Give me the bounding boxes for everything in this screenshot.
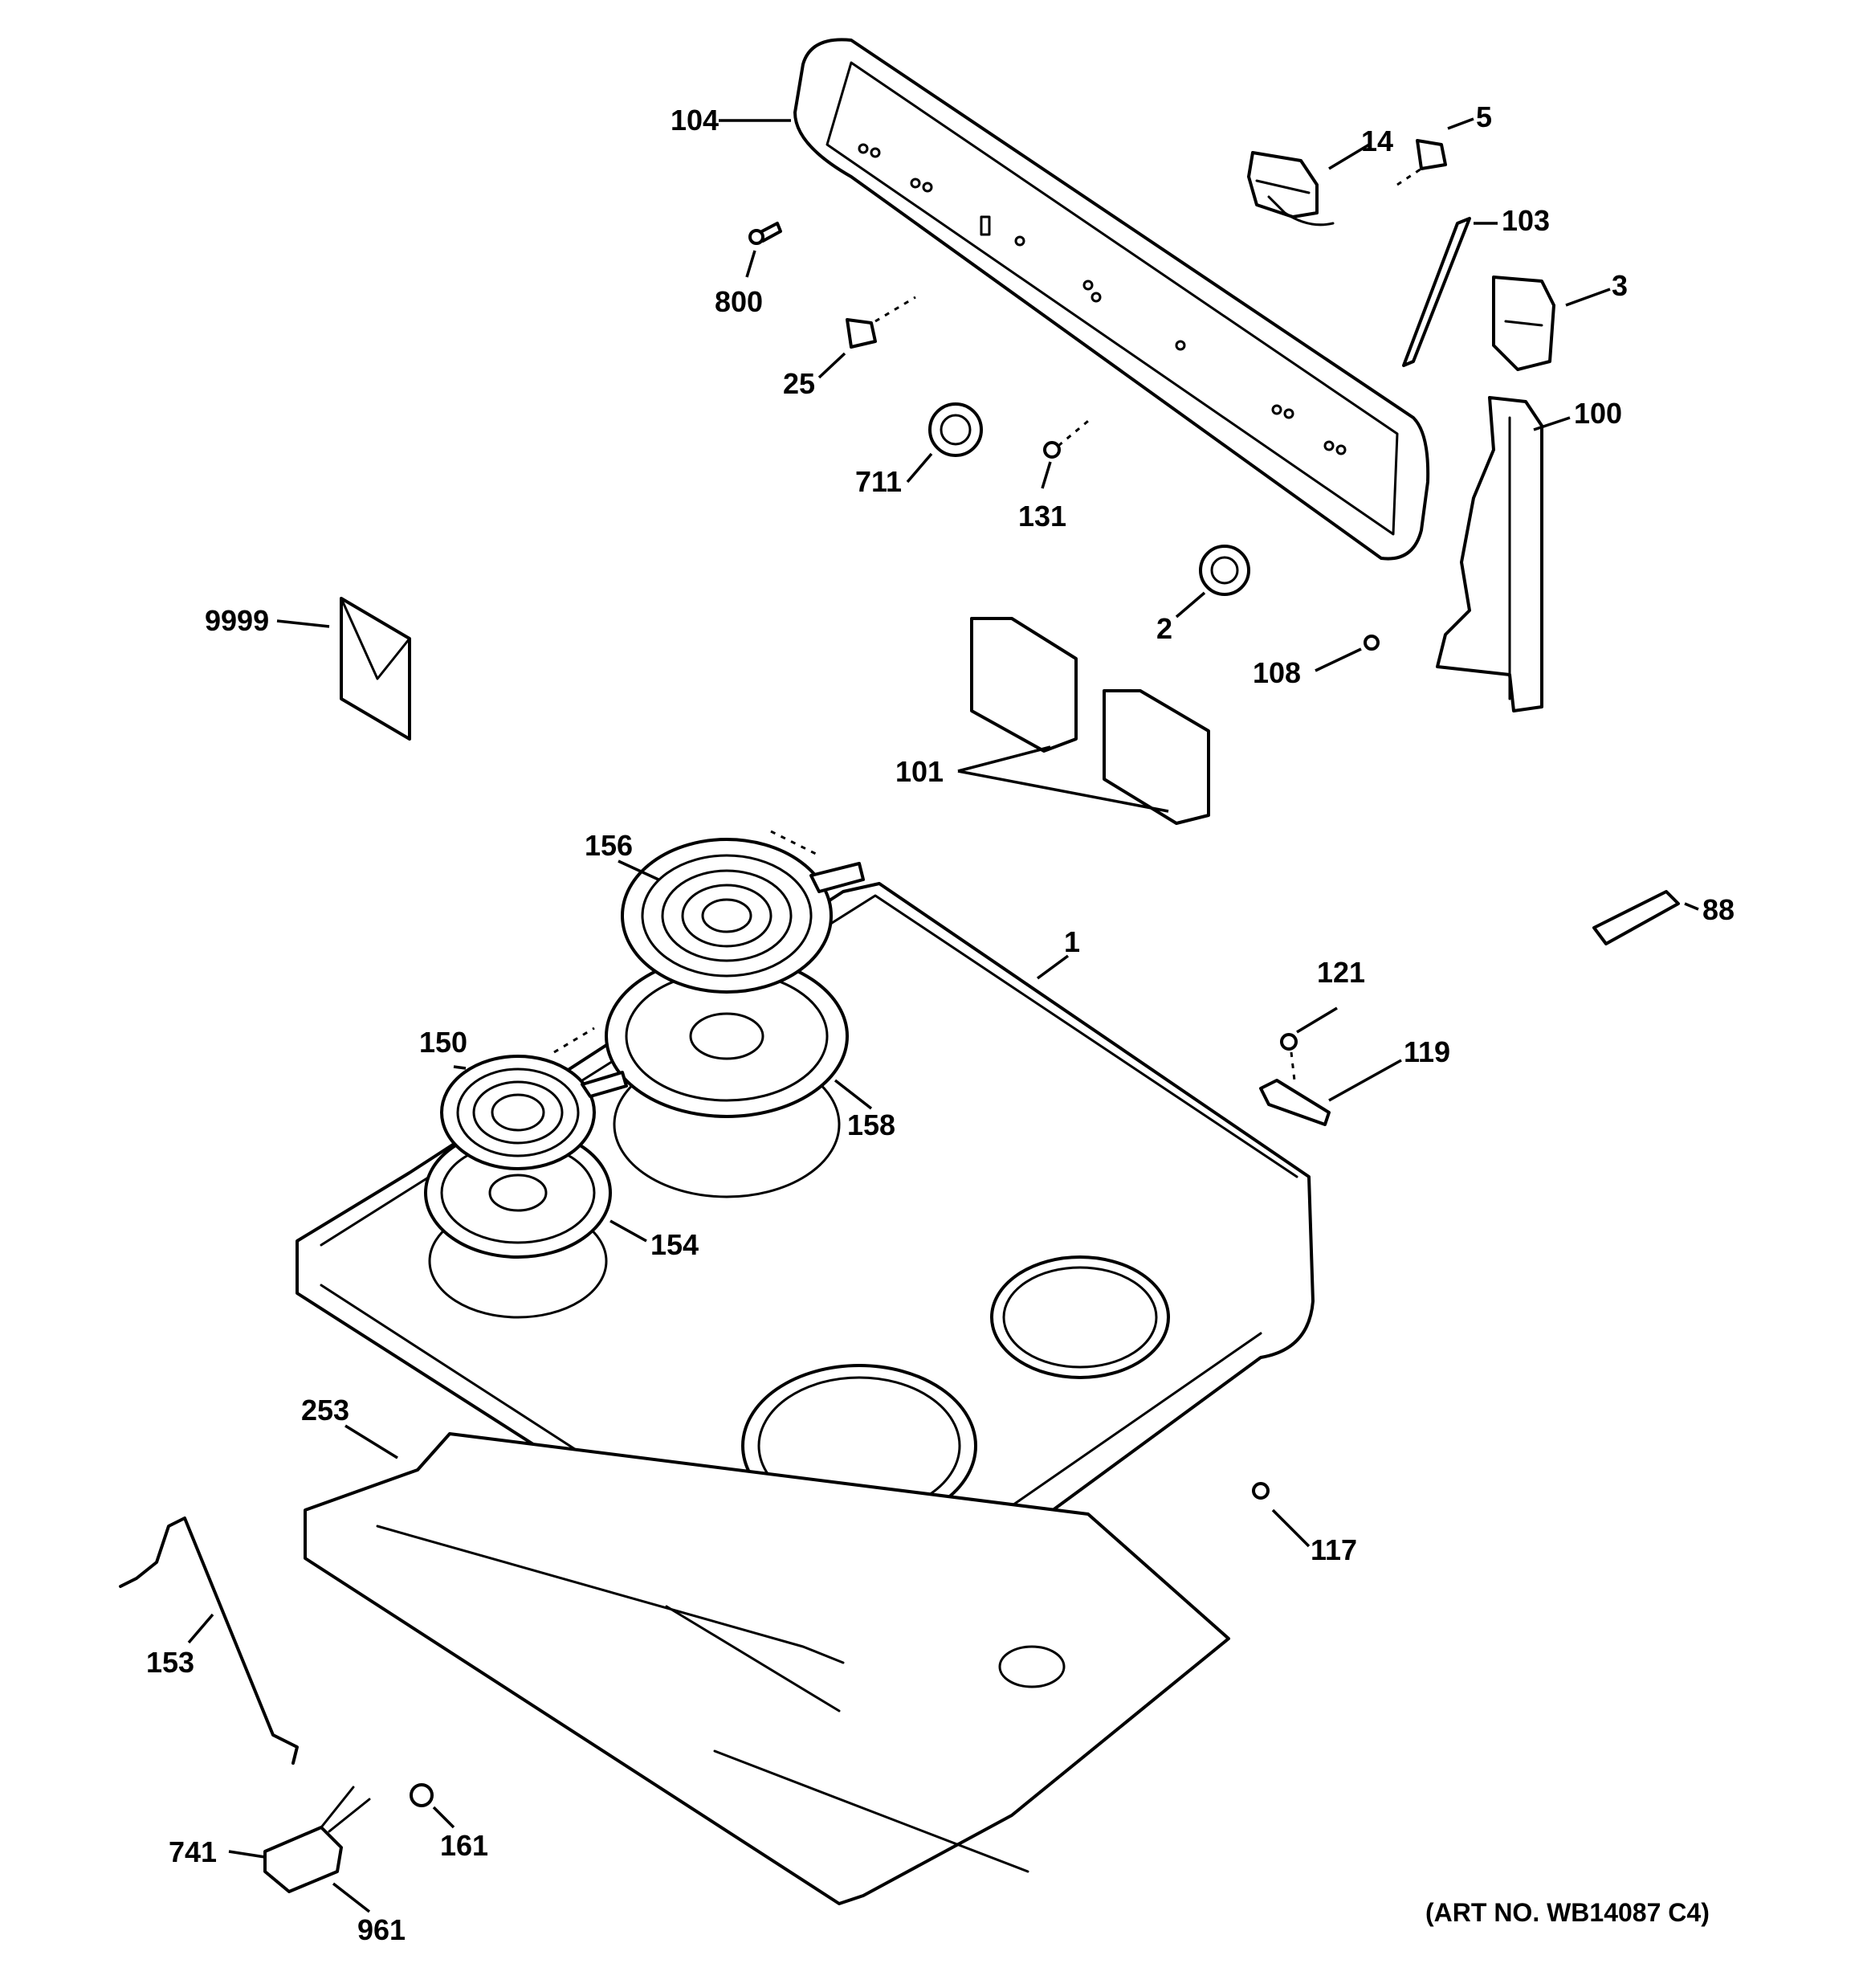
small-drip-pan [424, 1127, 612, 1259]
callout-741: 741 [169, 1835, 217, 1868]
art-number: (ART NO. WB14087 C4) [1425, 1898, 1710, 1927]
bracket-119 [1259, 1079, 1331, 1126]
callout-2: 2 [1156, 612, 1172, 645]
leader-lines [187, 117, 1699, 1913]
bracket-103 [1402, 217, 1471, 367]
screw-131 [1043, 441, 1061, 459]
clip-161 [410, 1783, 434, 1807]
callout-800: 800 [715, 285, 763, 318]
switch-25 [846, 318, 877, 349]
wire-153 [119, 1517, 299, 1765]
switch-5 [1416, 139, 1447, 170]
callout-25: 25 [783, 367, 815, 400]
callout-150: 150 [419, 1026, 467, 1059]
screw-800 [748, 222, 782, 245]
infinite-switch-14 [1247, 151, 1335, 227]
callout-103: 103 [1502, 204, 1550, 237]
callout-5: 5 [1476, 100, 1492, 133]
callout-121: 121 [1317, 956, 1365, 989]
screw-108 [1364, 635, 1380, 651]
callout-161: 161 [440, 1829, 488, 1862]
switch-3 [1492, 276, 1555, 371]
terminal-block-741 [263, 1786, 371, 1893]
callout-153: 153 [146, 1646, 194, 1679]
large-surface-element [621, 838, 865, 994]
small-surface-element [440, 1055, 628, 1170]
callout-88: 88 [1702, 893, 1735, 926]
callout-131: 131 [1018, 500, 1066, 533]
callout-14: 14 [1361, 125, 1393, 157]
callout-104: 104 [671, 104, 719, 137]
callout-158: 158 [847, 1108, 895, 1141]
callout-101: 101 [895, 755, 944, 788]
literature-9999 [340, 597, 411, 741]
callout-100: 100 [1574, 397, 1622, 430]
backsplash-panel [793, 38, 1430, 561]
burner-box [304, 1432, 1230, 1905]
knob-2 [1199, 545, 1250, 596]
callout-1: 1 [1064, 925, 1080, 958]
bracket-88 [1592, 890, 1680, 945]
brackets-101 [970, 617, 1210, 825]
callout-117: 117 [1311, 1533, 1357, 1566]
end-cap-100 [1436, 396, 1543, 712]
callout-154: 154 [650, 1228, 699, 1261]
callout-156: 156 [585, 829, 633, 862]
callout-711: 711 [855, 465, 902, 498]
screw-121 [1280, 1033, 1298, 1051]
screw-117 [1252, 1482, 1270, 1500]
knob-711 [928, 402, 983, 457]
callout-108: 108 [1253, 656, 1301, 689]
callout-labels: 104 14 5 103 3 800 25 711 131 100 9999 2… [146, 100, 1735, 1946]
callout-253: 253 [301, 1394, 349, 1427]
callout-3: 3 [1612, 269, 1628, 302]
callout-961: 961 [357, 1913, 406, 1946]
callout-9999: 9999 [205, 604, 269, 637]
callout-119: 119 [1404, 1035, 1450, 1068]
